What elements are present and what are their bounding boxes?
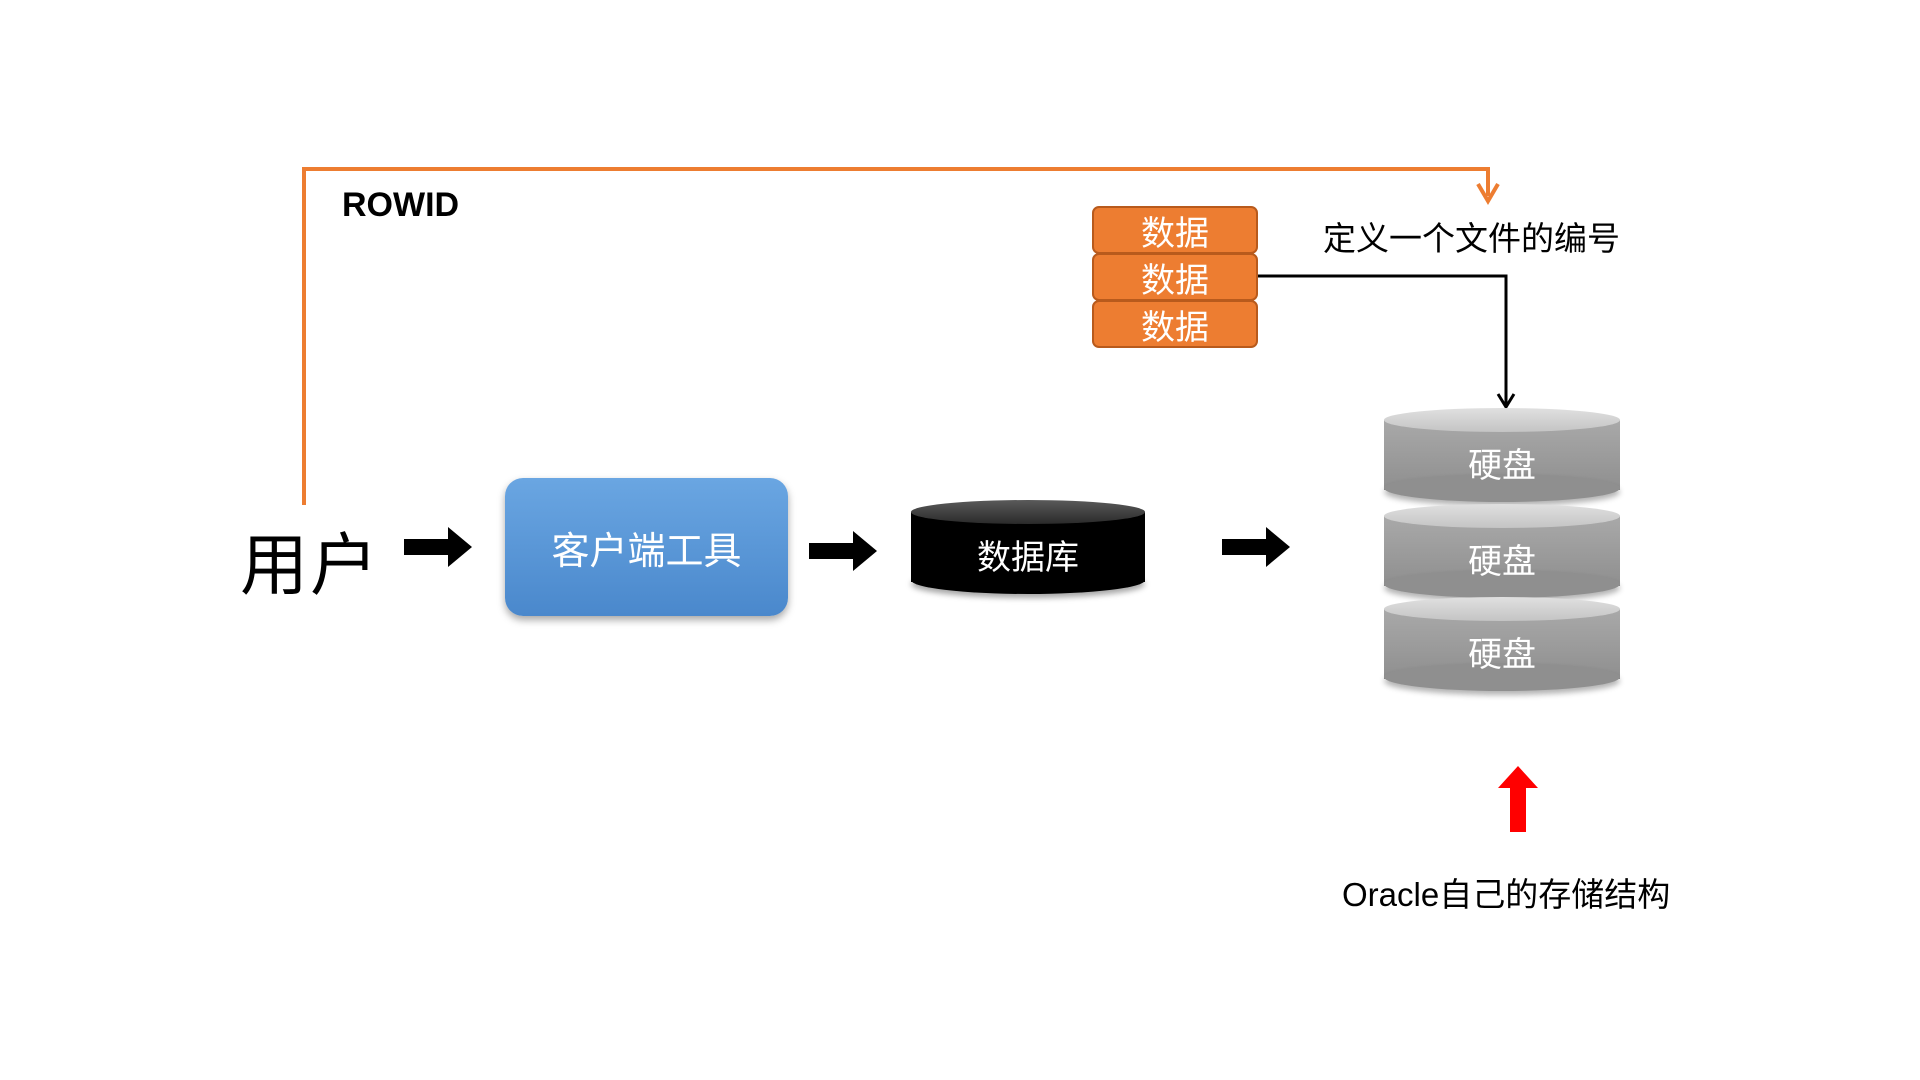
data-to-disk-arrowhead bbox=[1496, 393, 1516, 410]
disk-cylinder: 硬盘 bbox=[1384, 597, 1620, 691]
data-block-label: 数据 bbox=[1141, 307, 1209, 348]
right-arrow-icon bbox=[1222, 527, 1290, 567]
right-arrow-icon bbox=[404, 527, 472, 567]
client-tool-box: 客户端工具 bbox=[505, 478, 788, 616]
data-block: 数据 bbox=[1092, 206, 1258, 254]
disk-cylinder: 硬盘 bbox=[1384, 504, 1620, 598]
disk-cylinder: 硬盘 bbox=[1384, 408, 1620, 502]
disk-label: 硬盘 bbox=[1468, 542, 1536, 582]
data-block: 数据 bbox=[1092, 253, 1258, 301]
client-tool-label: 客户端工具 bbox=[551, 528, 742, 573]
data-to-disk-connector bbox=[1256, 274, 1508, 404]
up-arrow-icon bbox=[1498, 766, 1538, 832]
oracle-storage-label: Oracle自己的存储结构 bbox=[1342, 876, 1671, 913]
data-block: 数据 bbox=[1092, 300, 1258, 348]
user-label: 用户 bbox=[240, 527, 381, 606]
rowid-label: ROWID bbox=[342, 186, 460, 224]
data-block-label: 数据 bbox=[1141, 213, 1209, 254]
database-label: 数据库 bbox=[977, 538, 1079, 578]
data-block-label: 数据 bbox=[1141, 260, 1209, 301]
file-number-label: 定义一个文件的编号 bbox=[1323, 219, 1620, 258]
disk-label: 硬盘 bbox=[1468, 635, 1536, 675]
rowid-connector bbox=[302, 167, 1490, 505]
right-arrow-icon bbox=[809, 531, 877, 571]
disk-label: 硬盘 bbox=[1468, 446, 1536, 486]
database-cylinder: 数据库 bbox=[911, 500, 1145, 594]
rowid-arrowhead bbox=[1476, 182, 1500, 205]
